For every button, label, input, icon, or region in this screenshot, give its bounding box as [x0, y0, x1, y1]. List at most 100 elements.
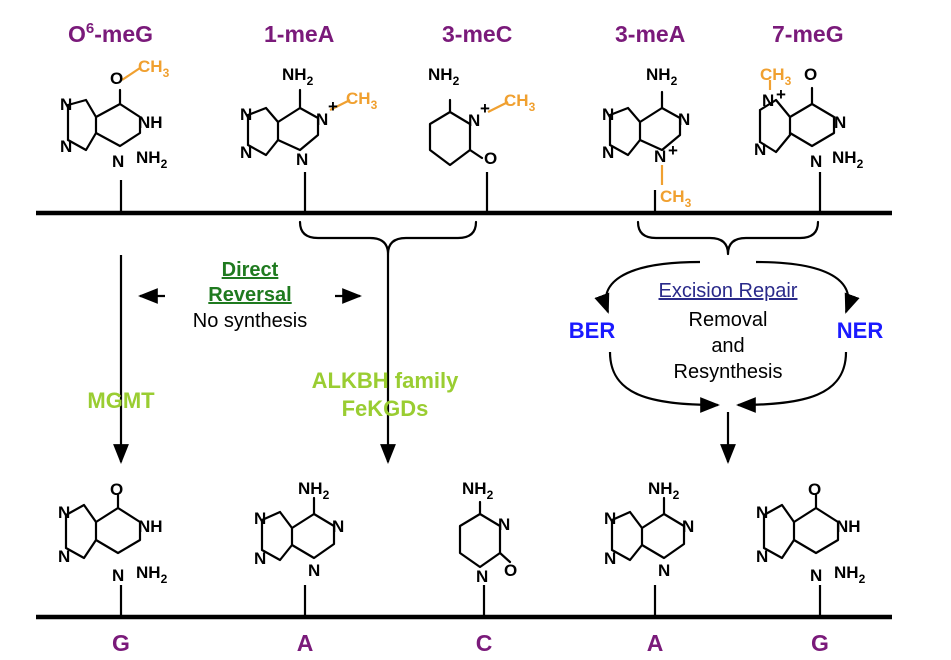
arrow-from-ber: [608, 351, 720, 413]
alkbh-label: ALKBH family: [312, 368, 459, 393]
atom-n: N: [678, 110, 690, 129]
atom-n: N: [476, 567, 488, 586]
ber-label: BER: [569, 318, 616, 343]
atom-nh2: NH2: [298, 479, 330, 502]
atom-o: O: [808, 480, 821, 499]
methyl-group: CH3: [138, 57, 170, 80]
structure-3-mec: NH2 N + CH3 O: [428, 65, 536, 213]
structure-1-mea: N N NH2 N + CH3 N: [240, 65, 378, 213]
charge-plus: +: [668, 141, 678, 160]
structure-guanine-1: O N N NH NH2 N: [58, 480, 168, 617]
atom-n: N: [58, 503, 70, 522]
methyl-group: CH3: [760, 65, 792, 88]
atom-nh2: NH2: [136, 563, 168, 586]
reversal-label: Reversal: [208, 284, 291, 306]
charge-plus: +: [480, 99, 490, 118]
atom-n: N: [332, 517, 344, 536]
atom-nh: NH: [138, 113, 163, 132]
fekgds-label: FeKGDs: [342, 396, 429, 421]
atom-n: N: [810, 566, 822, 585]
atom-n: N: [112, 152, 124, 171]
structure-adenine-1: NH2 N N N N: [254, 479, 344, 617]
atom-nh2: NH2: [136, 148, 168, 171]
atom-n: N: [60, 137, 72, 156]
atom-n: N: [602, 143, 614, 162]
atom-nh2: NH2: [462, 479, 494, 502]
atom-n: N: [602, 105, 614, 124]
structure-3-mea: N N NH2 N N + CH3: [602, 65, 692, 213]
no-synthesis-label: No synthesis: [193, 310, 308, 332]
atom-n: N: [604, 549, 616, 568]
atom-n: N: [834, 113, 846, 132]
atom-n: N: [316, 110, 328, 129]
atom-n: N: [654, 147, 666, 166]
structure-7-meg: CH3 O N + N N NH2 N: [754, 65, 864, 213]
atom-n: N: [754, 140, 766, 159]
atom-n: N: [308, 561, 320, 580]
atom-n: N: [254, 549, 266, 568]
structure-o6-meg: N N O CH3 NH NH2 N: [60, 57, 170, 213]
arrow-from-ner: [736, 351, 848, 413]
atom-n: N: [58, 547, 70, 566]
label-3-mea: 3-meA: [615, 21, 685, 47]
atom-n: N: [810, 152, 822, 171]
brace-direct-reversal: [298, 220, 478, 256]
label-g-2: G: [811, 630, 829, 656]
atom-n: N: [240, 143, 252, 162]
removal-label: Removal: [689, 309, 768, 331]
methyl-group: CH3: [346, 89, 378, 112]
structure-adenine-2: NH2 N N N N: [604, 479, 694, 617]
charge-plus: +: [328, 97, 338, 116]
atom-o: O: [484, 149, 497, 168]
atom-nh2: NH2: [648, 479, 680, 502]
atom-n: N: [60, 95, 72, 114]
atom-o: O: [804, 65, 817, 84]
atom-nh2: NH2: [646, 65, 678, 88]
label-3-mec: 3-meC: [442, 21, 512, 47]
brace-excision-repair: [636, 220, 820, 256]
atom-n: N: [604, 509, 616, 528]
atom-nh: NH: [138, 517, 163, 536]
atom-n: N: [658, 561, 670, 580]
atom-o: O: [504, 561, 517, 580]
atom-n: N: [240, 105, 252, 124]
atom-n: N: [468, 111, 480, 130]
charge-plus: +: [776, 85, 786, 104]
methyl-group: CH3: [504, 91, 536, 114]
atom-n: N: [682, 517, 694, 536]
direct-label: Direct: [222, 259, 279, 281]
atom-n: N: [762, 91, 774, 110]
label-g-1: G: [112, 630, 130, 656]
atom-nh2: NH2: [428, 65, 460, 88]
atom-n: N: [112, 566, 124, 585]
ner-label: NER: [837, 318, 884, 343]
structure-cytosine: NH2 N O N: [458, 479, 517, 617]
atom-nh2: NH2: [832, 148, 864, 171]
atom-n: N: [498, 515, 510, 534]
structure-guanine-2: O N N NH NH2 N: [756, 480, 866, 617]
methyl-group: CH3: [660, 187, 692, 210]
mgmt-label: MGMT: [87, 388, 155, 413]
arrow-to-ner: [755, 260, 860, 314]
label-1-mea: 1-meA: [264, 21, 334, 47]
atom-n: N: [756, 503, 768, 522]
arrow-to-ber: [594, 260, 701, 314]
label-7-meg: 7-meG: [772, 21, 844, 47]
label-a-2: A: [647, 630, 664, 656]
resynthesis-label: Resynthesis: [674, 361, 783, 383]
atom-n: N: [756, 547, 768, 566]
label-a-1: A: [297, 630, 314, 656]
atom-nh2: NH2: [834, 563, 866, 586]
atom-n: N: [254, 509, 266, 528]
atom-nh: NH: [836, 517, 861, 536]
excision-repair-label: Excision Repair: [659, 280, 798, 302]
label-o6-meg: O6-meG: [68, 20, 153, 47]
atom-n: N: [296, 150, 308, 169]
atom-nh2: NH2: [282, 65, 314, 88]
and-label: and: [711, 335, 744, 357]
atom-o: O: [110, 480, 123, 499]
label-c: C: [476, 630, 493, 656]
atom-o: O: [110, 69, 123, 88]
